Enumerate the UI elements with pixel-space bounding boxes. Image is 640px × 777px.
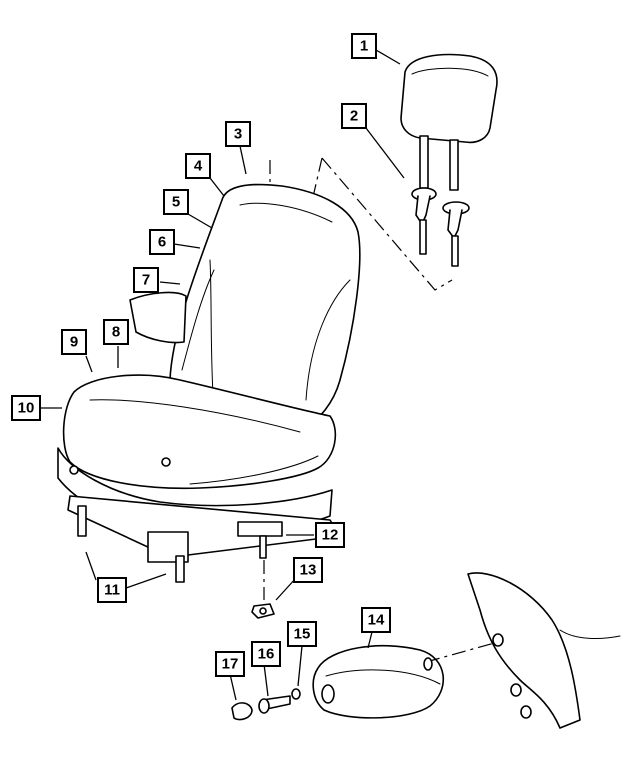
callout-7: 7 <box>133 267 159 293</box>
callout-1: 1 <box>351 33 377 59</box>
callout-14: 14 <box>361 607 391 633</box>
callout-3-label: 3 <box>234 126 242 143</box>
callout-16: 16 <box>251 641 281 667</box>
callout-2: 2 <box>341 103 367 129</box>
callout-10: 10 <box>11 395 41 421</box>
side-trim <box>129 291 187 344</box>
alignment-line-headrest <box>309 157 453 291</box>
callout-4: 4 <box>185 153 211 179</box>
callout-16-label: 16 <box>258 646 275 663</box>
armrest <box>312 644 444 719</box>
seat-track <box>67 495 341 583</box>
callout-4-label: 4 <box>194 158 203 175</box>
nut <box>251 603 275 619</box>
callout-15-label: 15 <box>294 626 311 643</box>
callout-10-label: 10 <box>18 400 35 417</box>
callout-9-label: 9 <box>70 334 78 351</box>
seat-side-bracket <box>467 572 621 729</box>
callout-8-label: 8 <box>112 324 120 341</box>
callout-12-label: 12 <box>322 527 339 544</box>
callout-3: 3 <box>225 121 251 147</box>
callout-15: 15 <box>287 621 317 647</box>
callout-13: 13 <box>293 557 323 583</box>
armrest-fasteners <box>231 688 301 721</box>
leader-lines <box>40 49 405 701</box>
callout-14-label: 14 <box>368 612 385 629</box>
callout-17-label: 17 <box>222 656 239 673</box>
callout-6: 6 <box>149 229 175 255</box>
callout-2-label: 2 <box>350 108 358 125</box>
callout-5-label: 5 <box>172 194 180 211</box>
callout-17: 17 <box>215 651 245 677</box>
alignment-line-armrest <box>425 641 499 663</box>
callout-13-label: 13 <box>300 562 317 579</box>
headrest <box>400 53 498 267</box>
callout-7-label: 7 <box>142 272 150 289</box>
callout-11: 11 <box>97 577 127 603</box>
callout-8: 8 <box>103 319 129 345</box>
callout-5: 5 <box>163 189 189 215</box>
callout-1-label: 1 <box>360 38 368 55</box>
callout-6-label: 6 <box>158 234 166 251</box>
callout-11-label: 11 <box>104 582 120 599</box>
callout-9: 9 <box>61 329 87 355</box>
callout-12: 12 <box>315 522 345 548</box>
armrest-washer-1 <box>423 657 433 671</box>
